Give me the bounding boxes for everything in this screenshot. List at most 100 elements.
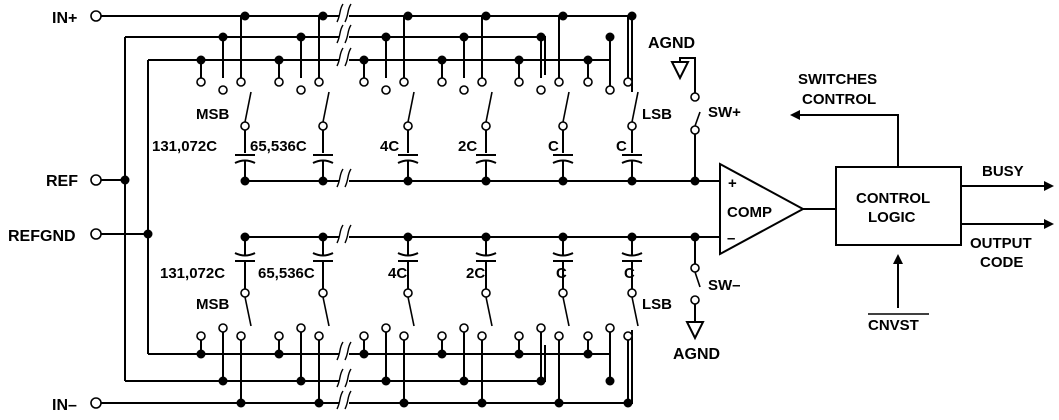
top-rail-junction	[558, 176, 568, 186]
agnd-bottom-label: AGND	[673, 346, 720, 363]
switch-contact	[514, 77, 524, 87]
sw-minus-label: SW–	[708, 277, 741, 294]
switch-contact	[477, 77, 487, 87]
ref-junction	[536, 376, 546, 386]
refgnd-junction	[514, 349, 524, 359]
switch-pivot	[318, 288, 328, 298]
in-minus-junction	[477, 398, 487, 408]
ref-junction	[296, 32, 306, 42]
switch-contact	[459, 323, 469, 333]
switch-contact	[359, 77, 369, 87]
switches-control-arrow	[790, 110, 899, 167]
top-rail-junction	[403, 176, 413, 186]
capacitor-label-bottom: C	[624, 265, 635, 282]
sw-minus-switch	[690, 232, 701, 305]
switch-contact	[583, 331, 593, 341]
in-minus-junction	[623, 398, 633, 408]
pin-ref-label: REF	[46, 173, 78, 190]
top-rail-junction	[627, 176, 637, 186]
switch-contact	[314, 77, 324, 87]
switch-contact	[536, 85, 546, 95]
capacitor-label-top: C	[548, 138, 559, 155]
ref-junction	[459, 32, 469, 42]
pin-ref-terminal	[90, 174, 102, 186]
switch-contact	[605, 85, 615, 95]
ref-junction	[381, 32, 391, 42]
refgnd-junction	[514, 55, 524, 65]
refgnd-junction	[583, 349, 593, 359]
switch-contact	[583, 77, 593, 87]
switch-pivot	[627, 288, 637, 298]
pin-in-minus-terminal	[90, 397, 102, 409]
in-minus-junction	[399, 398, 409, 408]
refgnd-junction	[274, 55, 284, 65]
capacitor-label-top: 4C	[380, 138, 399, 155]
comparator-plus-sign: +	[728, 175, 737, 192]
switch-contact	[554, 331, 564, 341]
switch-pivot	[403, 121, 413, 131]
refgnd-bus-junction	[143, 229, 153, 239]
capacitor-column: CC	[587, 16, 643, 403]
lsb-label-bottom: LSB	[642, 296, 672, 313]
in-plus-junction	[558, 11, 568, 21]
in-plus-junction	[403, 11, 413, 21]
switch-contact	[605, 323, 615, 333]
switch-contact	[514, 331, 524, 341]
switch-contact	[274, 331, 284, 341]
output-code-label-2: CODE	[980, 254, 1023, 271]
switch-contact	[399, 77, 409, 87]
switch-contact	[218, 85, 228, 95]
control-logic-line1: CONTROL	[856, 190, 930, 207]
agnd-top-icon	[670, 61, 690, 81]
switch-contact	[459, 85, 469, 95]
bottom-rail-junction	[240, 232, 250, 242]
top-rail-junction	[240, 176, 250, 186]
switch-contact	[399, 331, 409, 341]
bottom-rail-junction	[403, 232, 413, 242]
refgnd-junction	[274, 349, 284, 359]
cnvst-label: CNVST	[868, 317, 919, 334]
capacitor-array: 131,072C131,072C65,536C65,536C4C4C2C2CCC…	[120, 11, 643, 408]
refgnd-junction	[196, 55, 206, 65]
switch-contact	[196, 331, 206, 341]
switch-contact	[296, 85, 306, 95]
bottom-rail-junction	[318, 232, 328, 242]
capacitor-label-top: 65,536C	[250, 138, 307, 155]
switch-contact	[218, 323, 228, 333]
lsb-label-top: LSB	[642, 106, 672, 123]
ref-bus-junction	[120, 175, 130, 185]
switch-contact	[381, 85, 391, 95]
in-plus-junction	[240, 11, 250, 21]
comparator	[719, 162, 836, 256]
capacitor-label-bottom: 65,536C	[258, 265, 315, 282]
switch-contact	[623, 77, 633, 87]
switch-pivot	[558, 121, 568, 131]
switch-contact	[437, 331, 447, 341]
refgnd-junction	[359, 55, 369, 65]
agnd-top-label: AGND	[648, 35, 695, 52]
agnd-top-wire	[679, 57, 696, 68]
switch-contact	[536, 323, 546, 333]
bus-break-markers	[336, 3, 352, 410]
bottom-rail-junction	[627, 232, 637, 242]
ref-junction	[218, 376, 228, 386]
switch-contact	[381, 323, 391, 333]
in-plus-junction	[318, 11, 328, 21]
pin-in-minus-label: IN–	[52, 397, 77, 414]
refgnd-junction	[359, 349, 369, 359]
in-plus-junction	[627, 11, 637, 21]
ref-junction	[296, 376, 306, 386]
ref-junction	[605, 376, 615, 386]
ref-junction	[605, 32, 615, 42]
refgnd-junction	[437, 55, 447, 65]
ref-junction	[536, 32, 546, 42]
switches-control-label-2: CONTROL	[802, 91, 876, 108]
output-code-label-1: OUTPUT	[970, 235, 1032, 252]
capacitor-label-top: 131,072C	[152, 138, 217, 155]
pin-refgnd-terminal	[90, 228, 102, 240]
sw-plus-switch	[690, 92, 701, 186]
